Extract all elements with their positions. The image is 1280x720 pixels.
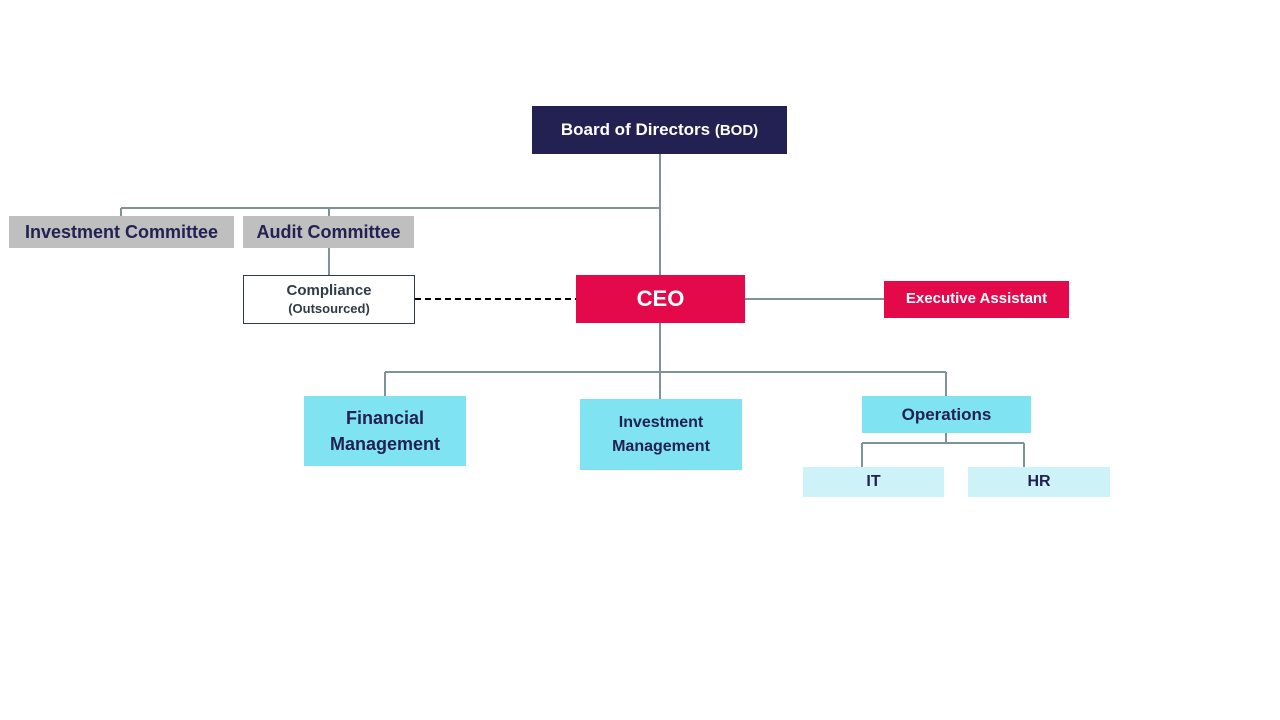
operations-label: Operations	[901, 404, 992, 424]
audit-committee-label: Audit Committee	[256, 221, 401, 242]
executive-assistant-label: Executive Assistant	[905, 290, 1048, 308]
financial-management-box: Financial Management	[304, 396, 466, 466]
investment-management-line2: Management	[612, 437, 710, 455]
it-label: IT	[866, 473, 881, 490]
bod-label-suffix: (BOD)	[714, 122, 759, 140]
compliance-label: Compliance	[286, 282, 372, 300]
investment-committee-box: Investment Committee	[9, 216, 234, 248]
board-of-directors-label: Board of Directors (BOD)	[561, 119, 758, 141]
investment-management-line1: Investment	[618, 414, 704, 432]
bod-label-text: Board of Directors	[560, 120, 711, 140]
hr-box: HR	[968, 467, 1110, 497]
it-box: IT	[803, 467, 944, 497]
audit-committee-box: Audit Committee	[243, 216, 414, 248]
financial-management-line1: Financial	[345, 407, 425, 428]
investment-committee-label: Investment Committee	[24, 221, 219, 242]
investment-management-box: Investment Management	[580, 399, 742, 470]
operations-box: Operations	[862, 396, 1031, 433]
ceo-box: CEO	[576, 275, 745, 323]
board-of-directors-box: Board of Directors (BOD)	[532, 106, 787, 154]
compliance-box: Compliance (Outsourced)	[243, 275, 415, 324]
executive-assistant-box: Executive Assistant	[884, 281, 1069, 318]
compliance-sublabel: (Outsourced)	[288, 301, 370, 317]
ceo-label: CEO	[636, 286, 685, 312]
financial-management-line2: Management	[329, 434, 441, 454]
hr-label: HR	[1027, 473, 1051, 490]
